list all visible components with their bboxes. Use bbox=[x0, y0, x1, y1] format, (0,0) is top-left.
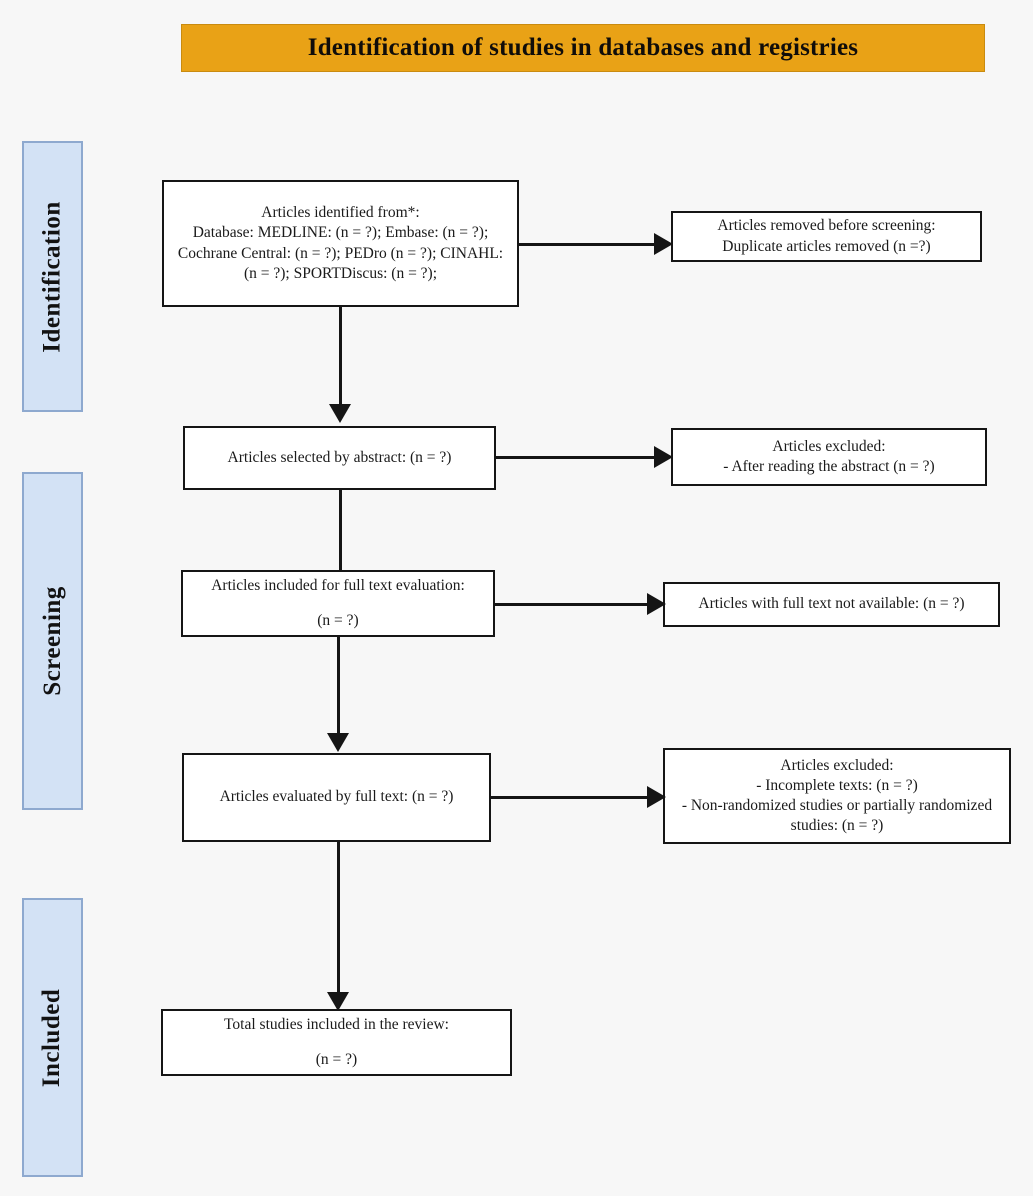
connector-identified-to-removed bbox=[519, 243, 656, 246]
connector-evaluated-to-total bbox=[337, 842, 340, 994]
box-total-studies-line-2: (n = ?) bbox=[315, 1050, 358, 1068]
arrowhead-fulltext-included-to-not-available bbox=[647, 593, 666, 615]
connector-fulltext-included-to-not-available bbox=[495, 603, 650, 606]
box-articles-full-text-not-available: Articles with full text not available: (… bbox=[663, 582, 1000, 627]
connector-evaluated-to-excluded-fulltext bbox=[491, 796, 650, 799]
stage-label-identification: Identification bbox=[22, 141, 83, 412]
box-full-text-not-available-line-1: Articles with full text not available: (… bbox=[698, 595, 965, 613]
arrowhead-evaluated-to-total bbox=[327, 992, 349, 1011]
connector-selected-to-fulltext-included bbox=[339, 490, 342, 572]
box-articles-identified: Articles identified from*: Database: MED… bbox=[162, 180, 519, 307]
box-total-studies-included: Total studies included in the review: (n… bbox=[161, 1009, 512, 1076]
box-articles-selected-by-abstract: Articles selected by abstract: (n = ?) bbox=[183, 426, 496, 490]
stage-label-screening-text: Screening bbox=[38, 586, 66, 696]
box-articles-identified-line-2: Database: MEDLINE: (n = ?); Embase: (n =… bbox=[177, 224, 507, 282]
box-articles-excluded-full-text: Articles excluded: - Incomplete texts: (… bbox=[663, 748, 1011, 844]
stage-label-identification-text: Identification bbox=[38, 200, 66, 353]
arrowhead-fulltext-included-to-evaluated bbox=[327, 733, 349, 752]
box-articles-included-full-text-evaluation: Articles included for full text evaluati… bbox=[181, 570, 495, 637]
box-articles-evaluated-by-full-text: Articles evaluated by full text: (n = ?) bbox=[182, 753, 491, 842]
box-articles-excluded-abstract: Articles excluded: - After reading the a… bbox=[671, 428, 987, 486]
box-articles-excluded-full-text-line-3: - Non-randomized studies or partially ra… bbox=[681, 797, 997, 835]
page-title: Identification of studies in databases a… bbox=[307, 34, 859, 61]
arrowhead-identified-to-selected bbox=[329, 404, 351, 423]
box-fulltext-included-line-1: Articles included for full text evaluati… bbox=[211, 577, 465, 595]
box-articles-removed-line-1: Articles removed before screening: bbox=[717, 217, 936, 235]
arrowhead-evaluated-to-excluded-fulltext bbox=[647, 786, 666, 808]
box-articles-removed-line-2: Duplicate articles removed (n =?) bbox=[722, 237, 931, 255]
stage-label-included: Included bbox=[22, 898, 83, 1177]
box-total-studies-line-1: Total studies included in the review: bbox=[224, 1016, 449, 1034]
box-fulltext-included-line-2: (n = ?) bbox=[317, 611, 359, 629]
box-articles-excluded-full-text-line-2: - Incomplete texts: (n = ?) bbox=[756, 776, 918, 794]
box-articles-removed-before-screening: Articles removed before screening: Dupli… bbox=[671, 211, 982, 262]
box-articles-excluded-abstract-line-1: Articles excluded: bbox=[772, 437, 886, 455]
box-articles-identified-line-1: Articles identified from*: bbox=[261, 204, 420, 222]
box-articles-excluded-full-text-line-1: Articles excluded: bbox=[780, 756, 894, 774]
stage-label-included-text: Included bbox=[38, 988, 66, 1087]
box-articles-excluded-abstract-line-2: - After reading the abstract (n = ?) bbox=[723, 458, 935, 475]
connector-selected-to-excluded-abstract bbox=[496, 456, 657, 459]
arrowhead-selected-to-excluded-abstract bbox=[654, 446, 673, 468]
stage-label-screening: Screening bbox=[22, 472, 83, 810]
connector-identified-to-selected bbox=[339, 307, 342, 406]
box-articles-selected-line-1: Articles selected by abstract: (n = ?) bbox=[227, 448, 452, 466]
connector-fulltext-included-to-evaluated bbox=[337, 637, 340, 735]
box-articles-evaluated-line-1: Articles evaluated by full text: (n = ?) bbox=[219, 788, 454, 806]
arrowhead-identified-to-removed bbox=[654, 233, 673, 255]
diagram-title-banner: Identification of studies in databases a… bbox=[181, 24, 985, 72]
